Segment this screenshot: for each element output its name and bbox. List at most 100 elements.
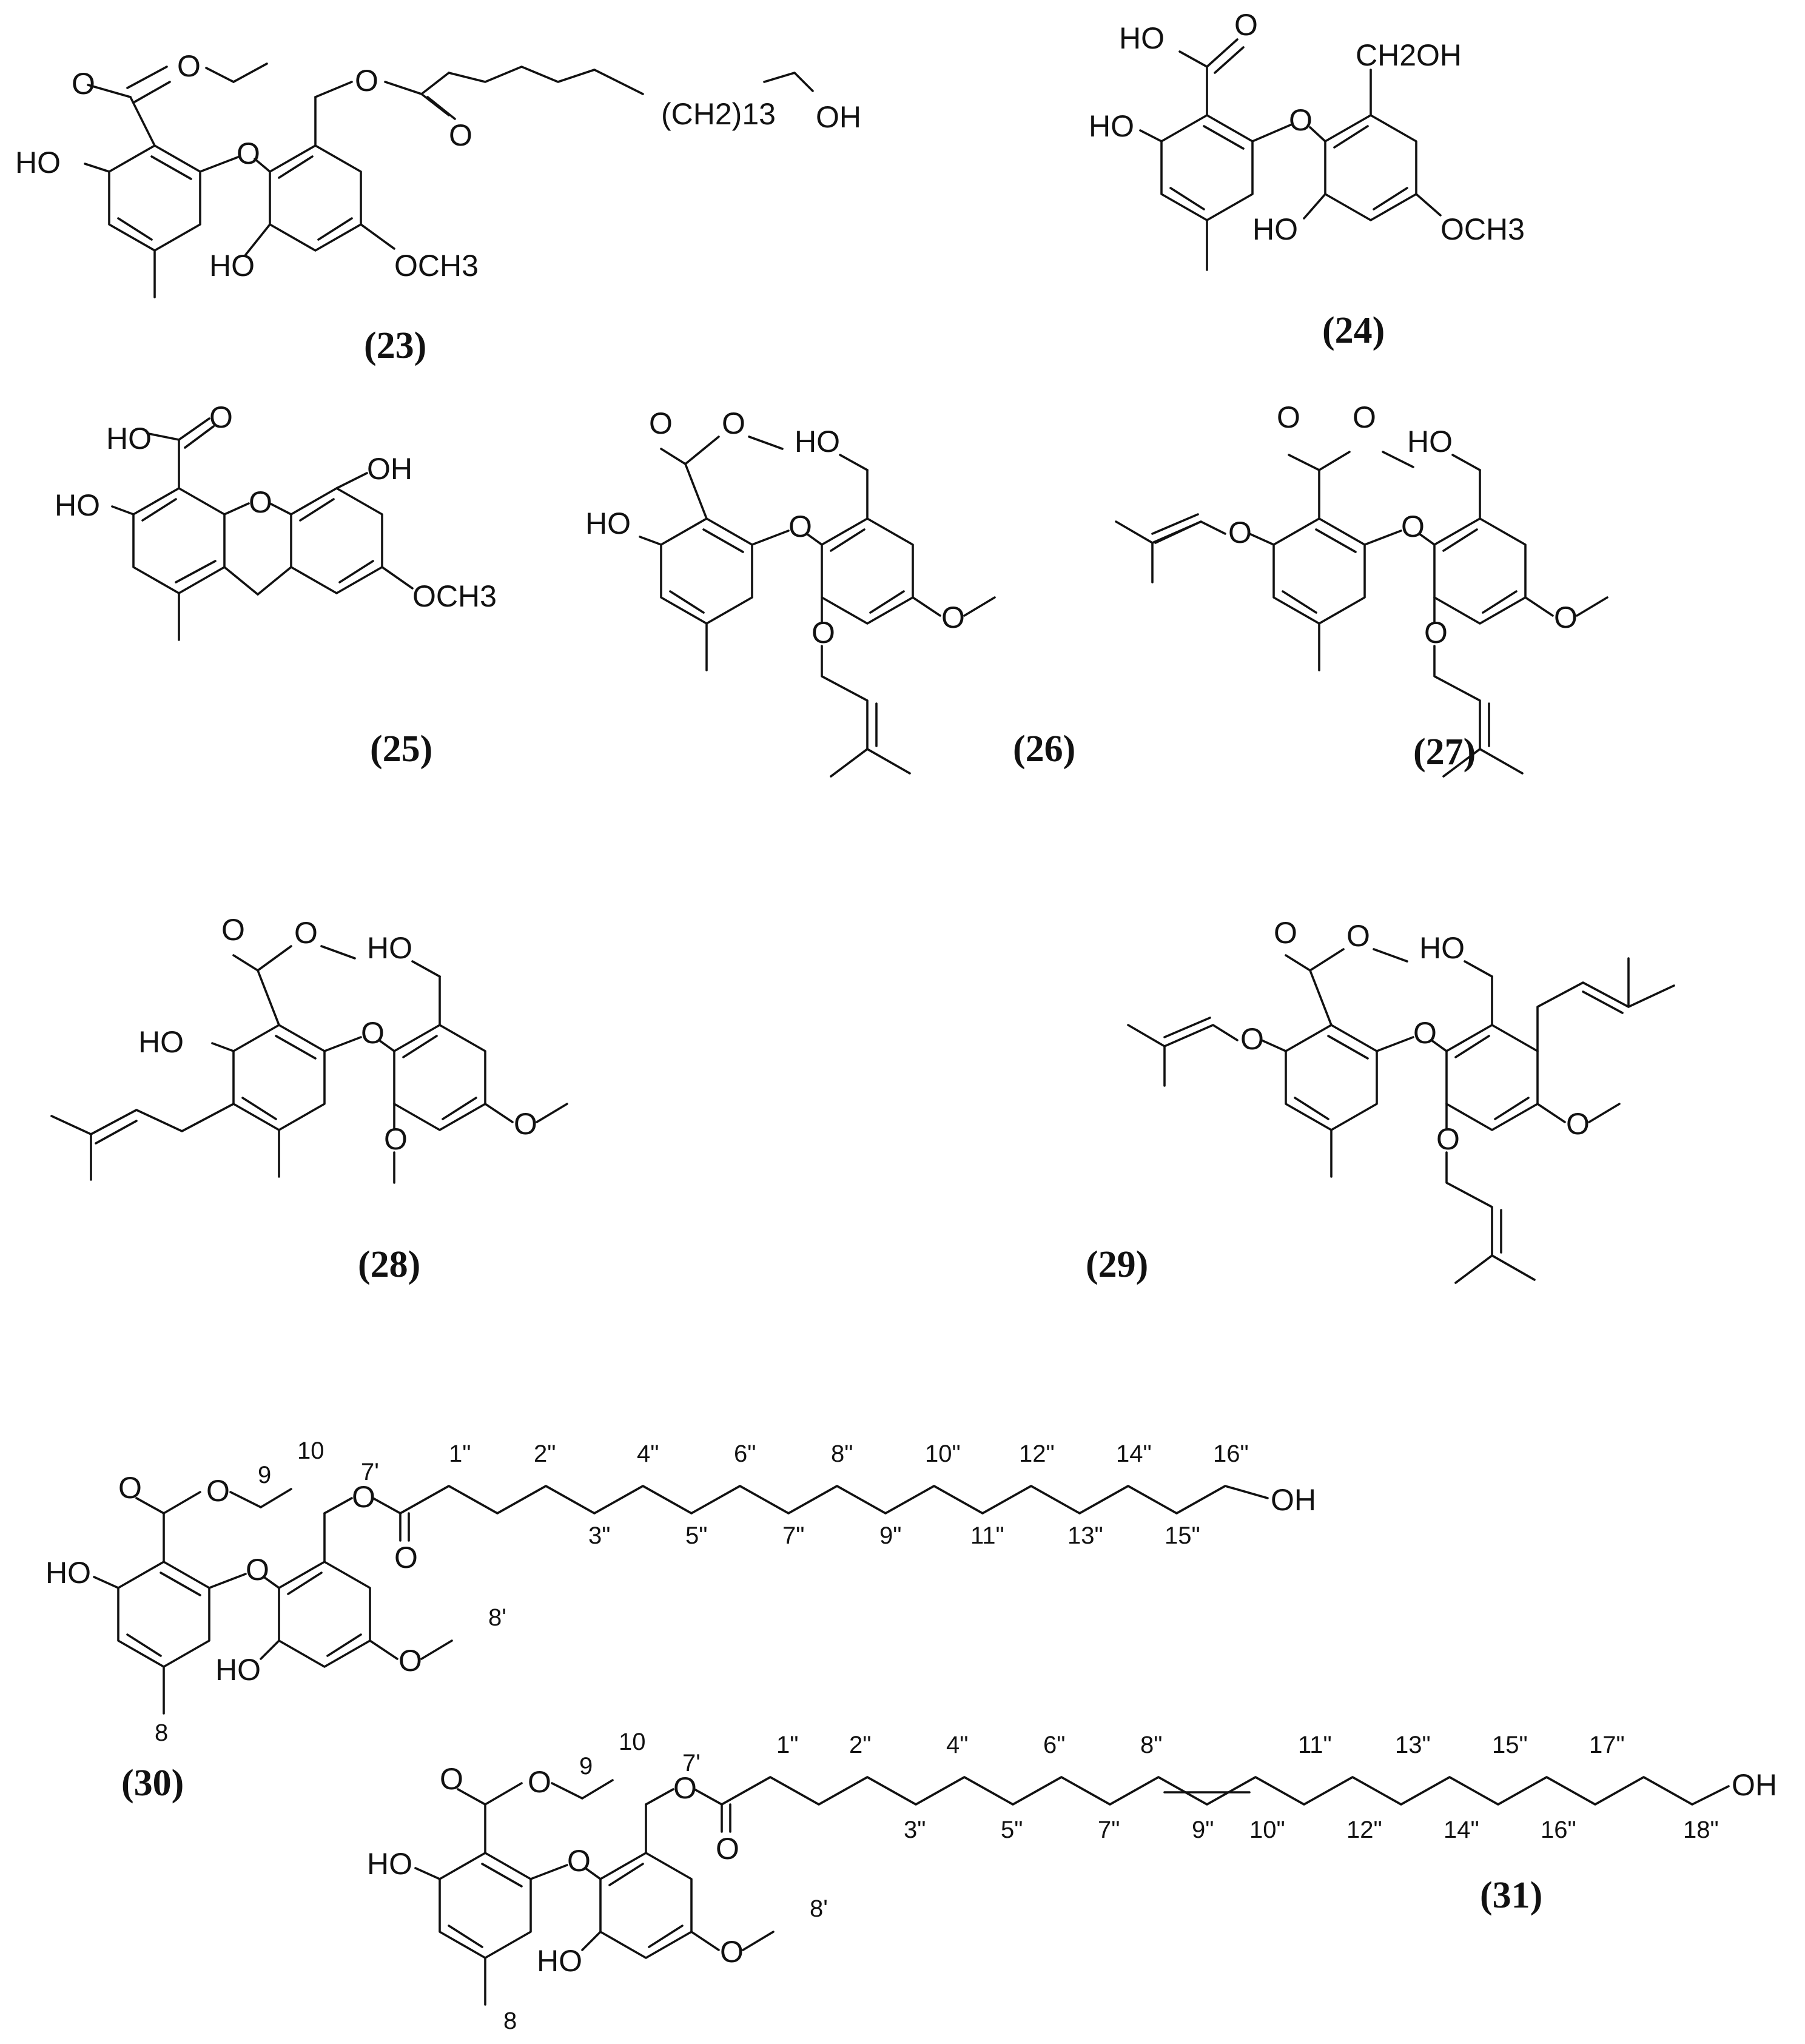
compound-31-bond	[690, 1931, 720, 1951]
compound-27-prenyl-a-bond	[1151, 513, 1199, 535]
compound-25-ring-o: O	[249, 485, 272, 519]
compound-23-chain	[763, 72, 814, 92]
compound-23-ether-o: O	[237, 136, 260, 170]
compound-24-ether-o: O	[1289, 103, 1313, 137]
compound-27-bond	[1576, 596, 1608, 617]
compound-29-ring-a-bond	[1294, 1097, 1329, 1120]
compound-30-chain-oh: OH	[1271, 1483, 1316, 1517]
compound-31-bond	[551, 1782, 583, 1800]
compound-30-num-1: 1"	[449, 1441, 471, 1467]
compound-23-bond	[205, 67, 235, 83]
compound-31-num-3: 3"	[904, 1817, 926, 1843]
compound-26-prenyl	[821, 645, 869, 750]
compound-23-bond	[232, 62, 268, 83]
compound-23-bond	[129, 96, 156, 147]
compound-30-chain	[399, 1485, 1269, 1515]
compound-30-ether-o: O	[246, 1553, 269, 1587]
compound-29-label: (29)	[1086, 1244, 1148, 1285]
compound-29-ring-b-bond	[1494, 1097, 1530, 1120]
compound-31-label: (31)	[1480, 1875, 1542, 1916]
compound-29-bond	[1491, 1254, 1536, 1281]
compound-26-o-me: O	[941, 600, 965, 634]
compound-29-bond	[1285, 954, 1311, 972]
compound-23-ring-b	[269, 144, 362, 252]
compound-24-bond	[1139, 129, 1163, 143]
compound-31-num-18: 18"	[1683, 1817, 1719, 1843]
compound-23-ring-b-bond	[278, 155, 314, 179]
compound-30-bond	[372, 1497, 402, 1515]
compound-30-bond	[260, 1488, 292, 1508]
compound-29-ho-ch2: HO	[1419, 931, 1465, 965]
compound-27-bond	[1363, 529, 1402, 546]
compound-29-prenyl-b	[1445, 1151, 1493, 1257]
compound-25-bond	[335, 472, 368, 489]
compound-24-ch2oh: CH2OH	[1356, 38, 1462, 72]
compound-26-ether-o: O	[788, 509, 812, 543]
compound-25-bond	[223, 566, 259, 596]
compound-25-acid: HO	[106, 422, 152, 456]
compound-29-o-me: O	[1566, 1107, 1590, 1141]
compound-23-ring-a	[108, 144, 201, 252]
compound-30-num-4: 4"	[637, 1441, 659, 1467]
compound-23-ester-oe: O	[177, 49, 201, 83]
compound-30-ho: HO	[45, 1556, 91, 1590]
compound-24-ome: OCH3	[1440, 212, 1525, 246]
compound-28-bond	[232, 954, 259, 972]
compound-31-ho-b: HO	[537, 1944, 582, 1978]
compound-30-num-11: 11"	[970, 1522, 1004, 1549]
compound-26-bond	[963, 596, 996, 617]
compound-31-num-10b: 10"	[1249, 1817, 1285, 1843]
compound-30-num-6: 6"	[734, 1441, 756, 1467]
compound-24-ring-a-bond	[1169, 187, 1205, 210]
compound-31-bond	[581, 1931, 602, 1951]
compound-26-label: (26)	[1013, 728, 1075, 770]
compound-23-bond	[199, 155, 241, 173]
compound-26-bond	[866, 748, 911, 775]
compound-24-bond	[1415, 193, 1442, 217]
compound-29-ring-a-bond	[1327, 1035, 1369, 1060]
compound-29-bond	[1464, 960, 1493, 978]
compound-29-bond	[1260, 1039, 1287, 1052]
compound-27-prenyl-a-bond	[1154, 520, 1202, 544]
compound-31-ho: HO	[367, 1847, 412, 1881]
compound-27-bond	[1248, 533, 1275, 546]
compound-31-num-13: 13"	[1395, 1732, 1431, 1758]
compound-27-bond	[1479, 748, 1524, 775]
compound-26-o-prenyl: O	[812, 616, 835, 650]
compound-30-num-7p: 7'	[361, 1459, 379, 1485]
compound-23-bond	[426, 96, 456, 120]
compound-25-bond	[178, 417, 210, 441]
compound-26-ring-a-bond	[702, 528, 744, 553]
compound-29-prenyl-c-bond	[1582, 990, 1624, 1014]
compound-29-prenyl-a-bond	[1163, 1017, 1211, 1038]
compound-23-bond	[244, 223, 271, 256]
compound-31-ether-o: O	[567, 1844, 591, 1878]
compound-28-bond	[536, 1103, 568, 1123]
compound-31-bond	[584, 1867, 602, 1880]
compound-28-o-me: O	[514, 1107, 537, 1141]
compound-31-num-6: 6"	[1043, 1732, 1065, 1758]
compound-30-label: (30)	[121, 1763, 184, 1804]
compound-27-ring-a-bond	[1315, 528, 1357, 553]
compound-24-label: (24)	[1322, 310, 1385, 351]
compound-28-ring-b	[393, 1024, 486, 1131]
compound-24-acid: HO	[1119, 21, 1165, 55]
compound-30-bond	[208, 1573, 247, 1589]
compound-26-bond	[660, 448, 687, 465]
compound-26-bond	[830, 748, 869, 778]
compound-31-chain-oh: OH	[1732, 1768, 1777, 1802]
compound-31-ring-b-bond	[608, 1863, 644, 1886]
compound-30-bond	[260, 1639, 280, 1660]
compound-30-o-me: O	[398, 1644, 422, 1678]
compound-28-bond	[378, 1039, 395, 1052]
compound-30-ring-a	[117, 1561, 210, 1668]
compound-30-bond	[263, 1576, 280, 1589]
compound-28-bond	[323, 1036, 362, 1052]
compound-27-prenyl-b	[1433, 645, 1481, 750]
compound-31-ring-a-bond	[481, 1863, 523, 1888]
compound-29-bond	[1309, 948, 1345, 972]
compound-23-bond	[360, 223, 395, 250]
compound-27-ho-ch2: HO	[1407, 425, 1453, 459]
compound-30-num-9: 9	[258, 1462, 271, 1488]
compound-23-chain-o: O	[355, 64, 378, 98]
